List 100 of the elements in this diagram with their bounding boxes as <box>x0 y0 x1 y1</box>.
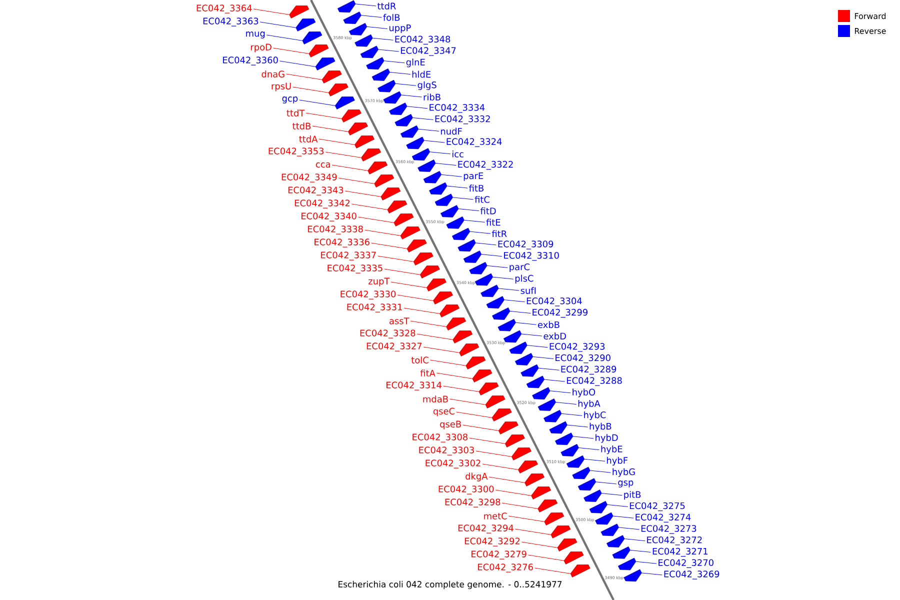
leader-line <box>364 230 401 236</box>
gene-label: gsp <box>618 480 634 488</box>
gene-glyph <box>624 569 642 582</box>
leader-line <box>456 412 492 418</box>
gene-glyph <box>485 396 506 408</box>
gene-glyph <box>446 318 466 330</box>
gene-glyph <box>302 32 322 44</box>
gene-label: parE <box>464 172 484 181</box>
gene-label: EC042_3332 <box>435 115 490 124</box>
gene-glyph <box>348 122 368 136</box>
leader-line <box>590 470 611 473</box>
leader-line <box>630 550 652 552</box>
caption: Escherichia coli 042 complete genome. - 0..5241977 <box>338 580 562 590</box>
gene-label: EC042_3331 <box>347 304 402 312</box>
gene-glyph <box>463 250 482 263</box>
leader-line <box>370 242 408 249</box>
leader-line <box>481 254 502 257</box>
gene-label: EC042_3330 <box>340 290 396 300</box>
gene-glyph <box>394 214 414 226</box>
gene-label: EC042_3274 <box>636 514 691 522</box>
gene-glyph <box>378 80 396 92</box>
gene-label: hybC <box>584 411 606 420</box>
leader-line <box>514 528 552 535</box>
leader-line <box>351 204 388 210</box>
leader-line <box>286 74 322 80</box>
leader-line <box>521 334 542 336</box>
leader-line <box>372 38 394 40</box>
leader-line <box>390 282 427 288</box>
leader-line <box>469 438 506 444</box>
gene-glyph <box>440 205 459 218</box>
gene-label: EC042_3271 <box>652 548 708 557</box>
gene-glyph <box>334 96 355 110</box>
leader-line <box>401 94 422 98</box>
gene-label: EC042_3335 <box>328 264 382 274</box>
gene-label: EC042_3347 <box>401 47 456 56</box>
leader-line <box>325 152 362 158</box>
gene-glyph <box>433 292 453 304</box>
gene-glyph <box>524 474 544 486</box>
gene-label: ttdB <box>292 122 311 130</box>
leader-line <box>266 34 303 41</box>
gene-label: fitR <box>492 230 507 237</box>
leader-line <box>464 220 486 222</box>
leader-line <box>584 458 606 462</box>
gene-glyph <box>360 46 379 58</box>
gene-label: folB <box>383 14 400 21</box>
gene-label: EC042_3272 <box>647 536 702 546</box>
gene-glyph <box>458 239 476 252</box>
gene-glyph <box>434 194 453 206</box>
gene-label: zupT <box>368 278 390 286</box>
gene-label: EC042_3276 <box>478 564 533 572</box>
gene-label: EC042_3290 <box>556 354 610 364</box>
gene-glyph <box>429 182 448 195</box>
gene-glyph <box>466 356 486 370</box>
leader-line <box>532 356 554 360</box>
gene-label: EC042_3279 <box>472 550 526 560</box>
leader-line <box>418 128 440 132</box>
gene-glyph <box>459 344 480 356</box>
gene-glyph <box>538 500 558 512</box>
leader-line <box>446 186 468 188</box>
gene-glyph <box>570 564 590 578</box>
gene-label: EC042_3303 <box>419 446 474 456</box>
leader-line <box>366 26 388 29</box>
gene-glyph <box>315 58 336 70</box>
leader-line <box>412 117 434 120</box>
leader-line <box>612 516 634 518</box>
gene-label: EC042_3310 <box>504 252 559 261</box>
gene-label: EC042_3328 <box>360 330 416 338</box>
gene-label: rpoD <box>251 44 272 52</box>
gene-glyph <box>555 432 574 446</box>
leader-line <box>430 360 466 366</box>
gene-label: dkgA <box>466 472 488 482</box>
leader-line <box>534 568 571 574</box>
gene-glyph <box>308 44 329 58</box>
leader-line <box>435 163 456 166</box>
leader-line <box>521 542 558 548</box>
leader-line <box>306 112 342 119</box>
gene-label: hybG <box>612 468 635 477</box>
gene-glyph <box>480 284 499 298</box>
gene-glyph <box>354 136 374 148</box>
gene-glyph <box>618 558 636 570</box>
gene-glyph <box>406 240 427 252</box>
gene-label: EC042_3294 <box>458 524 514 534</box>
gene-glyph <box>549 421 568 434</box>
gene-glyph <box>406 136 424 150</box>
leader-line <box>424 140 445 143</box>
gene-label: EC042_3314 <box>386 382 442 390</box>
gene-label: glgS <box>418 81 436 90</box>
gene-label: EC042_3364 <box>196 4 252 14</box>
gene-glyph <box>374 174 394 188</box>
gene-glyph <box>503 330 522 343</box>
gene-label: hybD <box>596 434 618 443</box>
gene-glyph <box>531 486 552 500</box>
gene-glyph <box>452 228 470 240</box>
gene-glyph <box>296 18 316 32</box>
leader-line <box>476 450 512 457</box>
leader-line <box>486 265 508 268</box>
leader-line <box>504 300 526 302</box>
leader-line <box>538 368 560 370</box>
gene-glyph <box>337 0 356 13</box>
leader-line <box>253 8 290 15</box>
